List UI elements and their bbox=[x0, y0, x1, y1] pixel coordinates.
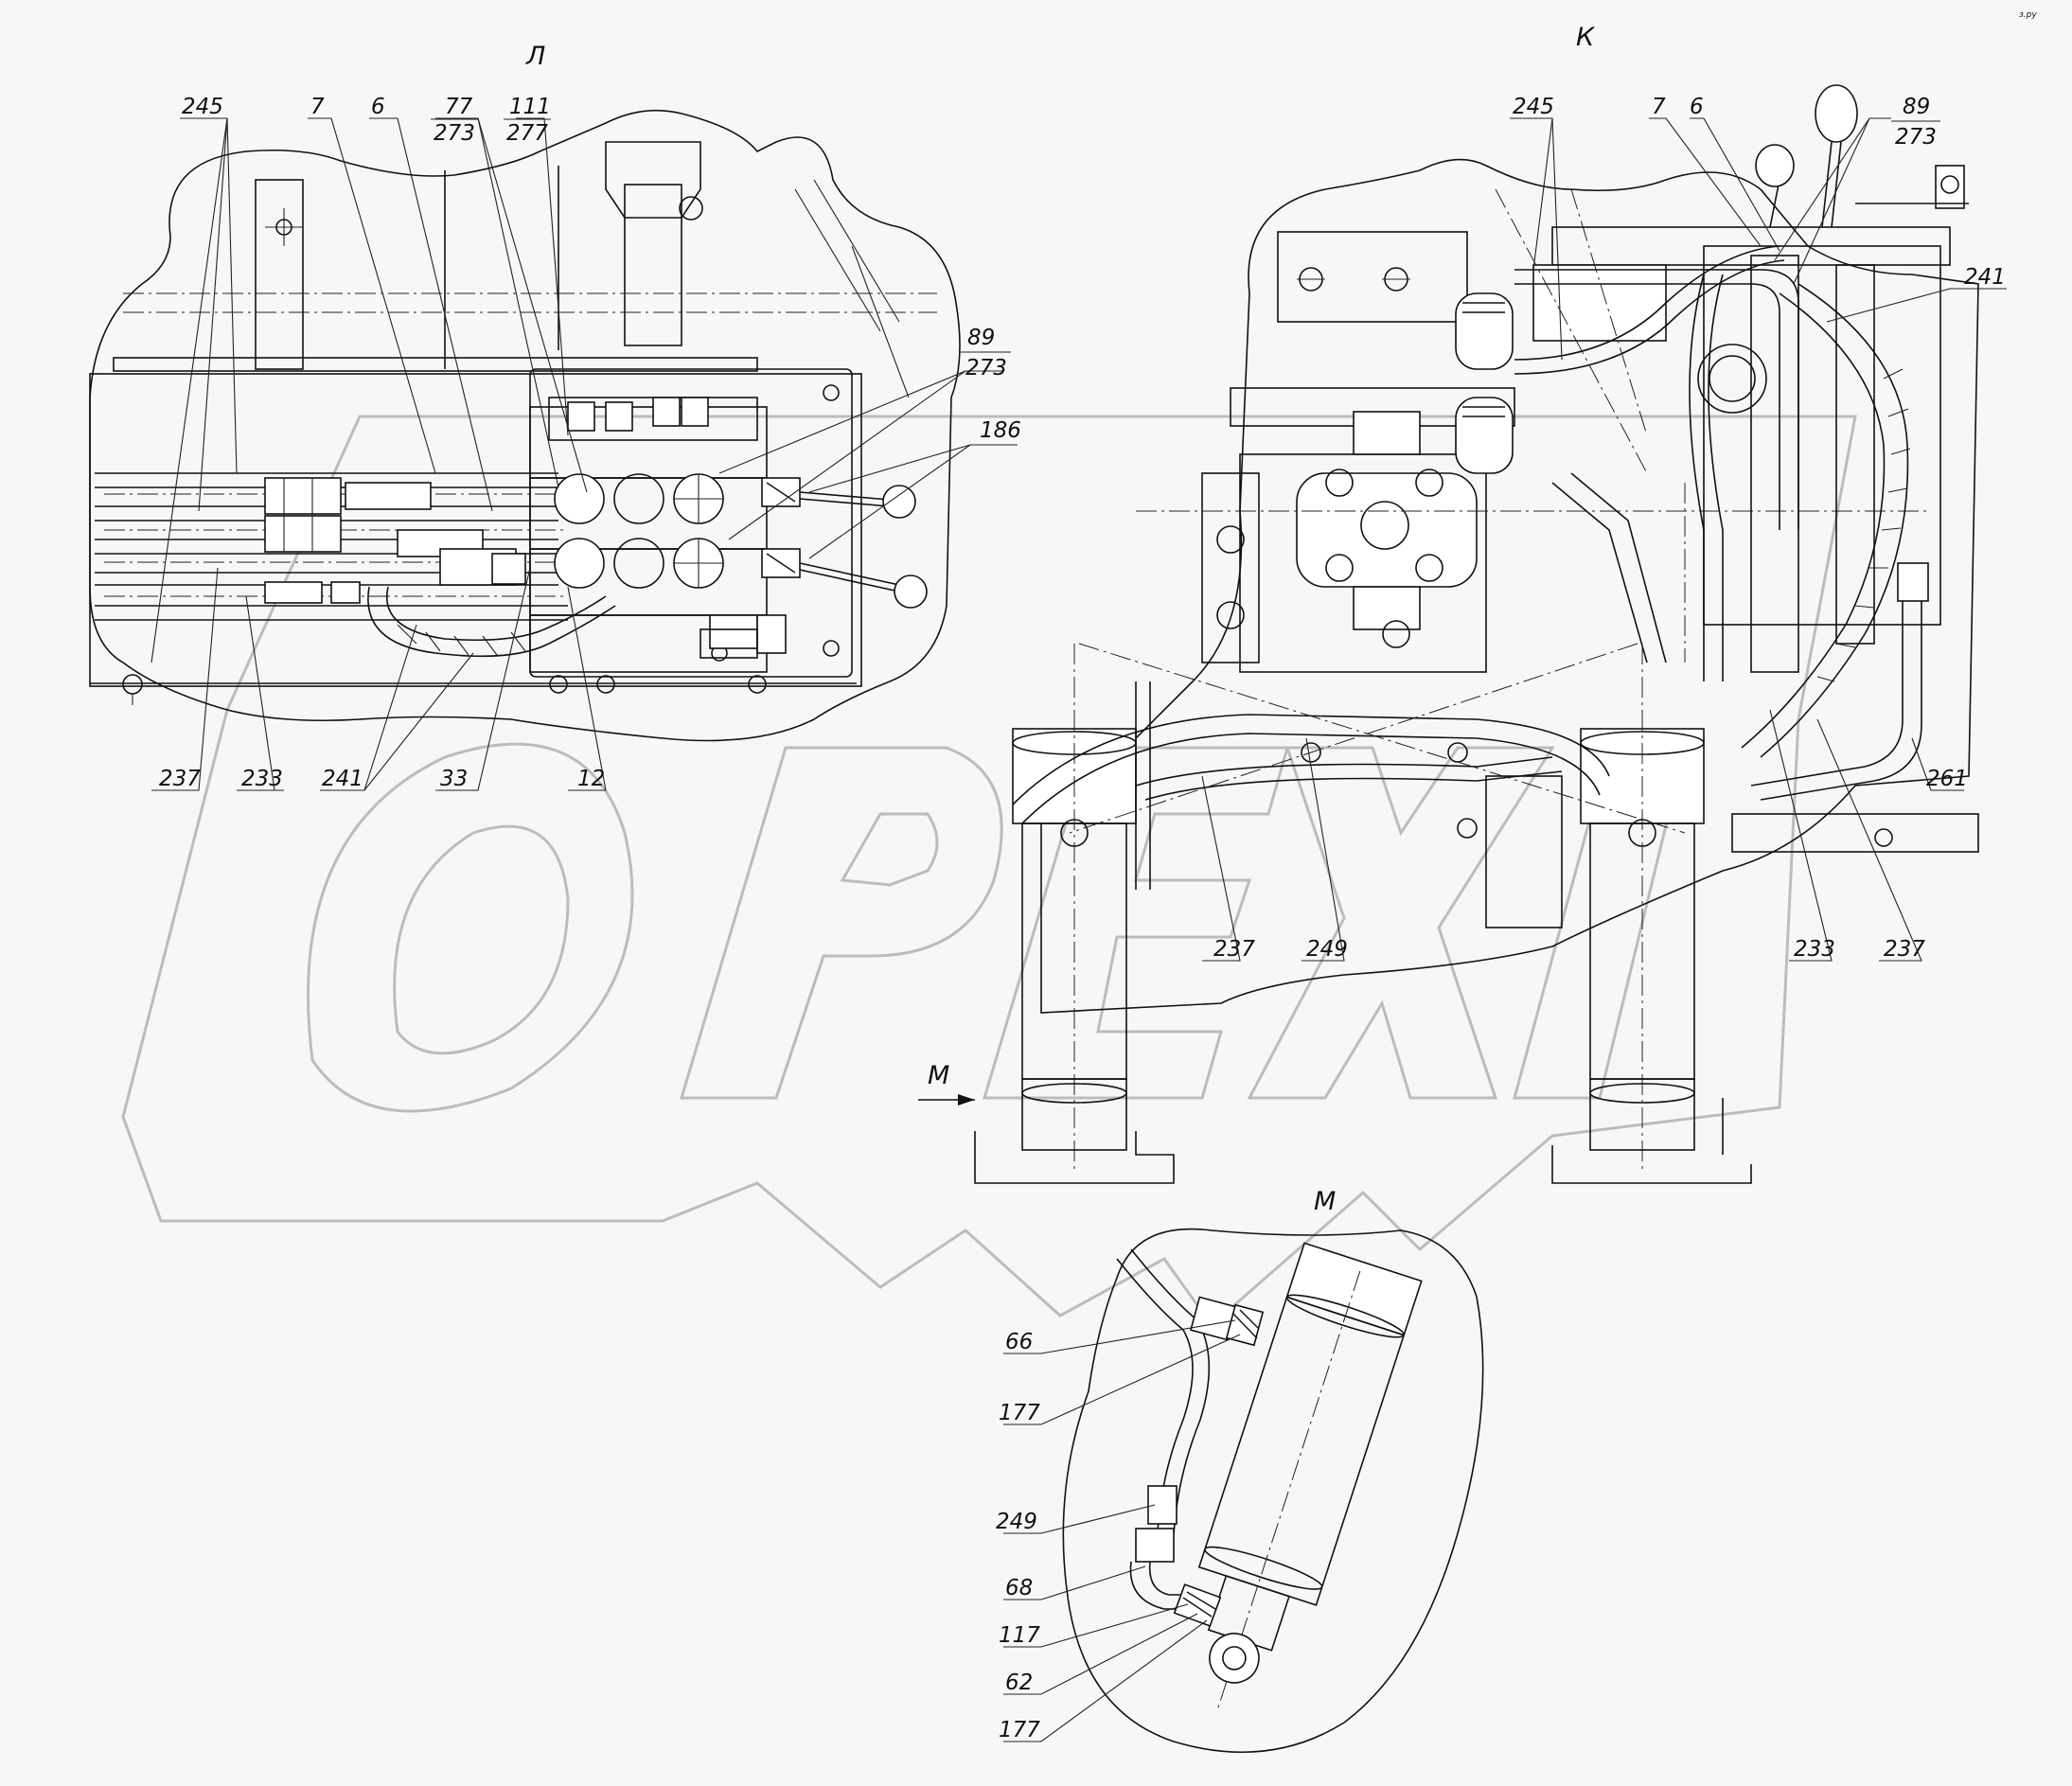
view-right bbox=[918, 84, 2007, 1184]
callout-273-left-top: 273 bbox=[434, 121, 475, 146]
callout-117-detail: 117 bbox=[999, 1623, 1040, 1648]
labels: Л К М М з.ру 245 7 6 77 273 111 277 89 2… bbox=[151, 10, 2037, 1742]
callout-62-detail: 62 bbox=[1005, 1671, 1033, 1695]
corner-note: з.ру bbox=[2019, 10, 2037, 20]
callout-177-detail-a: 177 bbox=[999, 1401, 1040, 1425]
callout-277-left: 277 bbox=[506, 121, 548, 146]
callout-111-left: 111 bbox=[509, 95, 551, 119]
callout-249-detail: 249 bbox=[996, 1510, 1037, 1534]
callout-233-right: 233 bbox=[1794, 937, 1835, 962]
callout-241-left: 241 bbox=[322, 767, 363, 791]
callout-68-detail: 68 bbox=[1005, 1576, 1033, 1600]
view-arrow-label: М bbox=[928, 1061, 949, 1090]
callout-237-left: 237 bbox=[159, 767, 201, 791]
callout-77-left: 77 bbox=[445, 95, 473, 119]
view-label-left: Л bbox=[525, 42, 545, 71]
callout-186-left: 186 bbox=[980, 418, 1021, 443]
callout-273-left: 273 bbox=[965, 356, 1007, 380]
callout-249-right: 249 bbox=[1306, 937, 1348, 962]
view-label-right: К bbox=[1576, 23, 1596, 52]
callout-89-left: 89 bbox=[967, 326, 995, 350]
callout-6-right: 6 bbox=[1690, 95, 1704, 119]
callout-245-left: 245 bbox=[182, 95, 223, 119]
view-left bbox=[89, 109, 1018, 791]
callout-7-left: 7 bbox=[310, 95, 325, 119]
callout-233-left: 233 bbox=[241, 767, 283, 791]
view-label-detail: М bbox=[1314, 1187, 1336, 1216]
callout-66-detail: 66 bbox=[1005, 1330, 1033, 1354]
callout-273-right: 273 bbox=[1895, 125, 1937, 150]
callout-12-left: 12 bbox=[577, 767, 605, 791]
callout-237-right-b: 237 bbox=[1884, 937, 1925, 962]
callout-237-right-a: 237 bbox=[1213, 937, 1255, 962]
view-detail bbox=[1003, 1228, 1484, 1754]
callout-177-detail-b: 177 bbox=[999, 1718, 1040, 1742]
callout-33-left: 33 bbox=[440, 767, 468, 791]
callout-7-right: 7 bbox=[1652, 95, 1666, 119]
callout-241-right: 241 bbox=[1964, 265, 2006, 290]
callout-6-left: 6 bbox=[371, 95, 385, 119]
callout-245-right: 245 bbox=[1513, 95, 1554, 119]
callout-89-right: 89 bbox=[1903, 95, 1930, 119]
callout-261-right: 261 bbox=[1926, 767, 1968, 791]
watermark bbox=[121, 415, 1857, 1328]
